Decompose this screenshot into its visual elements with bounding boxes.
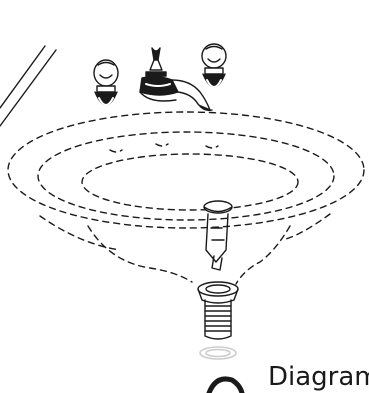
faucet-spout — [139, 75, 213, 112]
left-handle — [93, 59, 119, 106]
threaded-drain-body-icon — [197, 281, 239, 340]
countertop-edge-lines — [0, 45, 57, 127]
center-lever — [145, 47, 167, 77]
rotation-arc-icon — [206, 376, 245, 393]
pop-up-stopper-icon — [203, 200, 233, 271]
right-handle — [201, 43, 227, 88]
diagram-caption: Diagram — [268, 362, 369, 392]
gasket-ring-icon — [199, 346, 237, 360]
sink-basin-outline-icon — [7, 111, 365, 285]
three-handle-faucet-icon — [93, 43, 227, 112]
